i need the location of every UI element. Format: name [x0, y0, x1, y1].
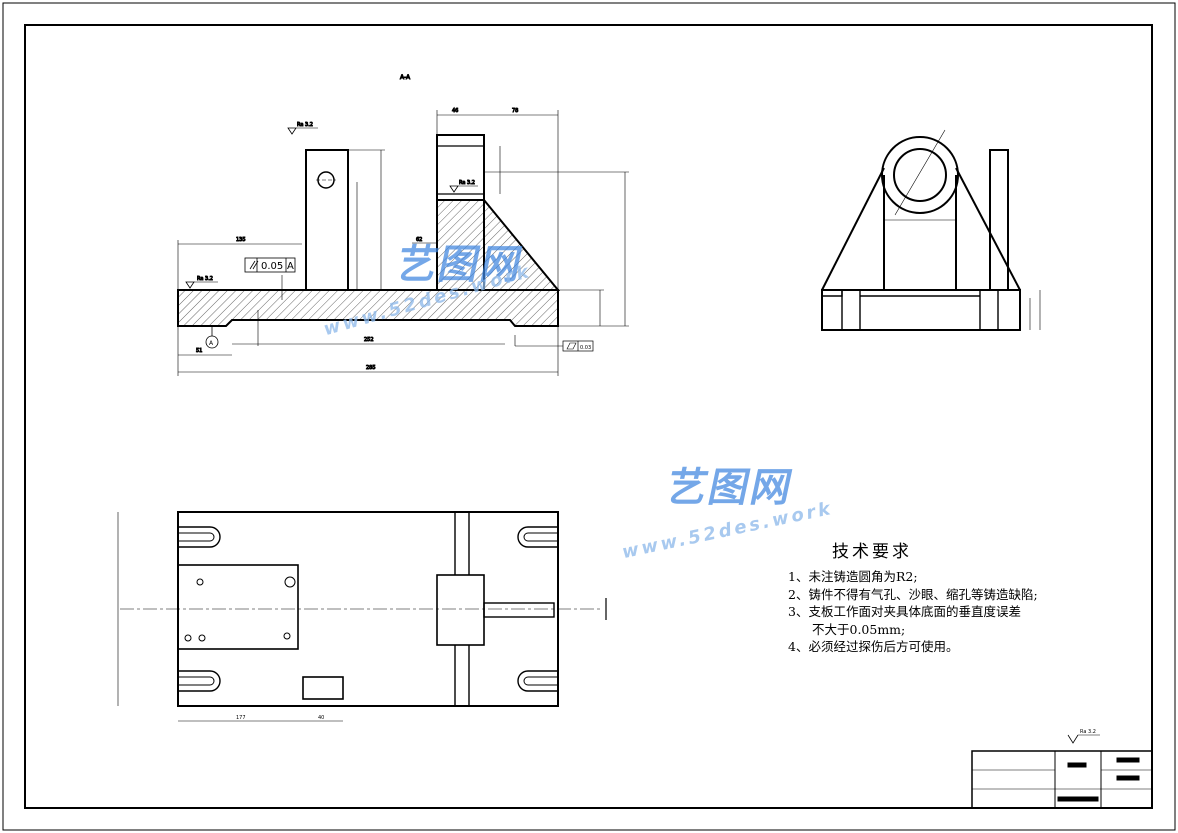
perpendicularity-value: 0.05 — [261, 261, 283, 272]
svg-text:62: 62 — [416, 237, 422, 243]
tech-req-item: 不大于0.05mm; — [812, 621, 906, 637]
svg-text:51: 51 — [196, 348, 202, 354]
svg-text:252: 252 — [364, 337, 374, 343]
roughness-top-left: Ra 3.2 — [297, 122, 313, 128]
svg-text:40: 40 — [318, 715, 324, 721]
roughness-base-left: Ra 3.2 — [197, 276, 213, 282]
svg-text:46: 46 — [452, 108, 458, 114]
tech-requirements-title: 技术要求 — [832, 542, 912, 562]
tech-req-item: 3、支板工作面对夹具体底面的垂直度误差 — [788, 604, 1021, 620]
technical-requirements: 技术要求 1、未注铸造圆角为R2; 2、铸件不得有气孔、沙眼、缩孔等铸造缺陷; … — [788, 537, 1038, 656]
svg-text:177: 177 — [236, 715, 246, 721]
flatness-value: 0.03 — [580, 345, 591, 351]
tech-req-item: 4、必须经过探伤后方可使用。 — [788, 639, 959, 655]
perpendicularity-frame — [244, 257, 296, 273]
svg-text:135: 135 — [236, 237, 246, 243]
svg-text:285: 285 — [366, 365, 376, 371]
general-roughness: Ra 3.2 — [1067, 729, 1100, 744]
title-block — [971, 750, 1153, 809]
side-view — [821, 129, 1041, 331]
roughness-general: Ra 3.2 — [1080, 729, 1096, 735]
roughness-bore: Ra 3.2 — [459, 180, 475, 186]
inner-frame — [24, 24, 1153, 809]
dimension-labels: 135 51 252 285 46 78 62 — [196, 108, 519, 372]
perpendicularity-datum: A — [287, 261, 294, 272]
svg-text:78: 78 — [512, 108, 518, 114]
section-view: A-A — [177, 74, 629, 376]
tech-req-item: 2、铸件不得有气孔、沙眼、缩孔等铸造缺陷; — [788, 586, 1038, 602]
datum-label: A — [209, 340, 214, 347]
section-label: A-A — [400, 74, 411, 81]
tech-req-item: 1、未注铸造圆角为R2; — [788, 569, 918, 584]
top-view: 177 40 — [117, 511, 607, 722]
